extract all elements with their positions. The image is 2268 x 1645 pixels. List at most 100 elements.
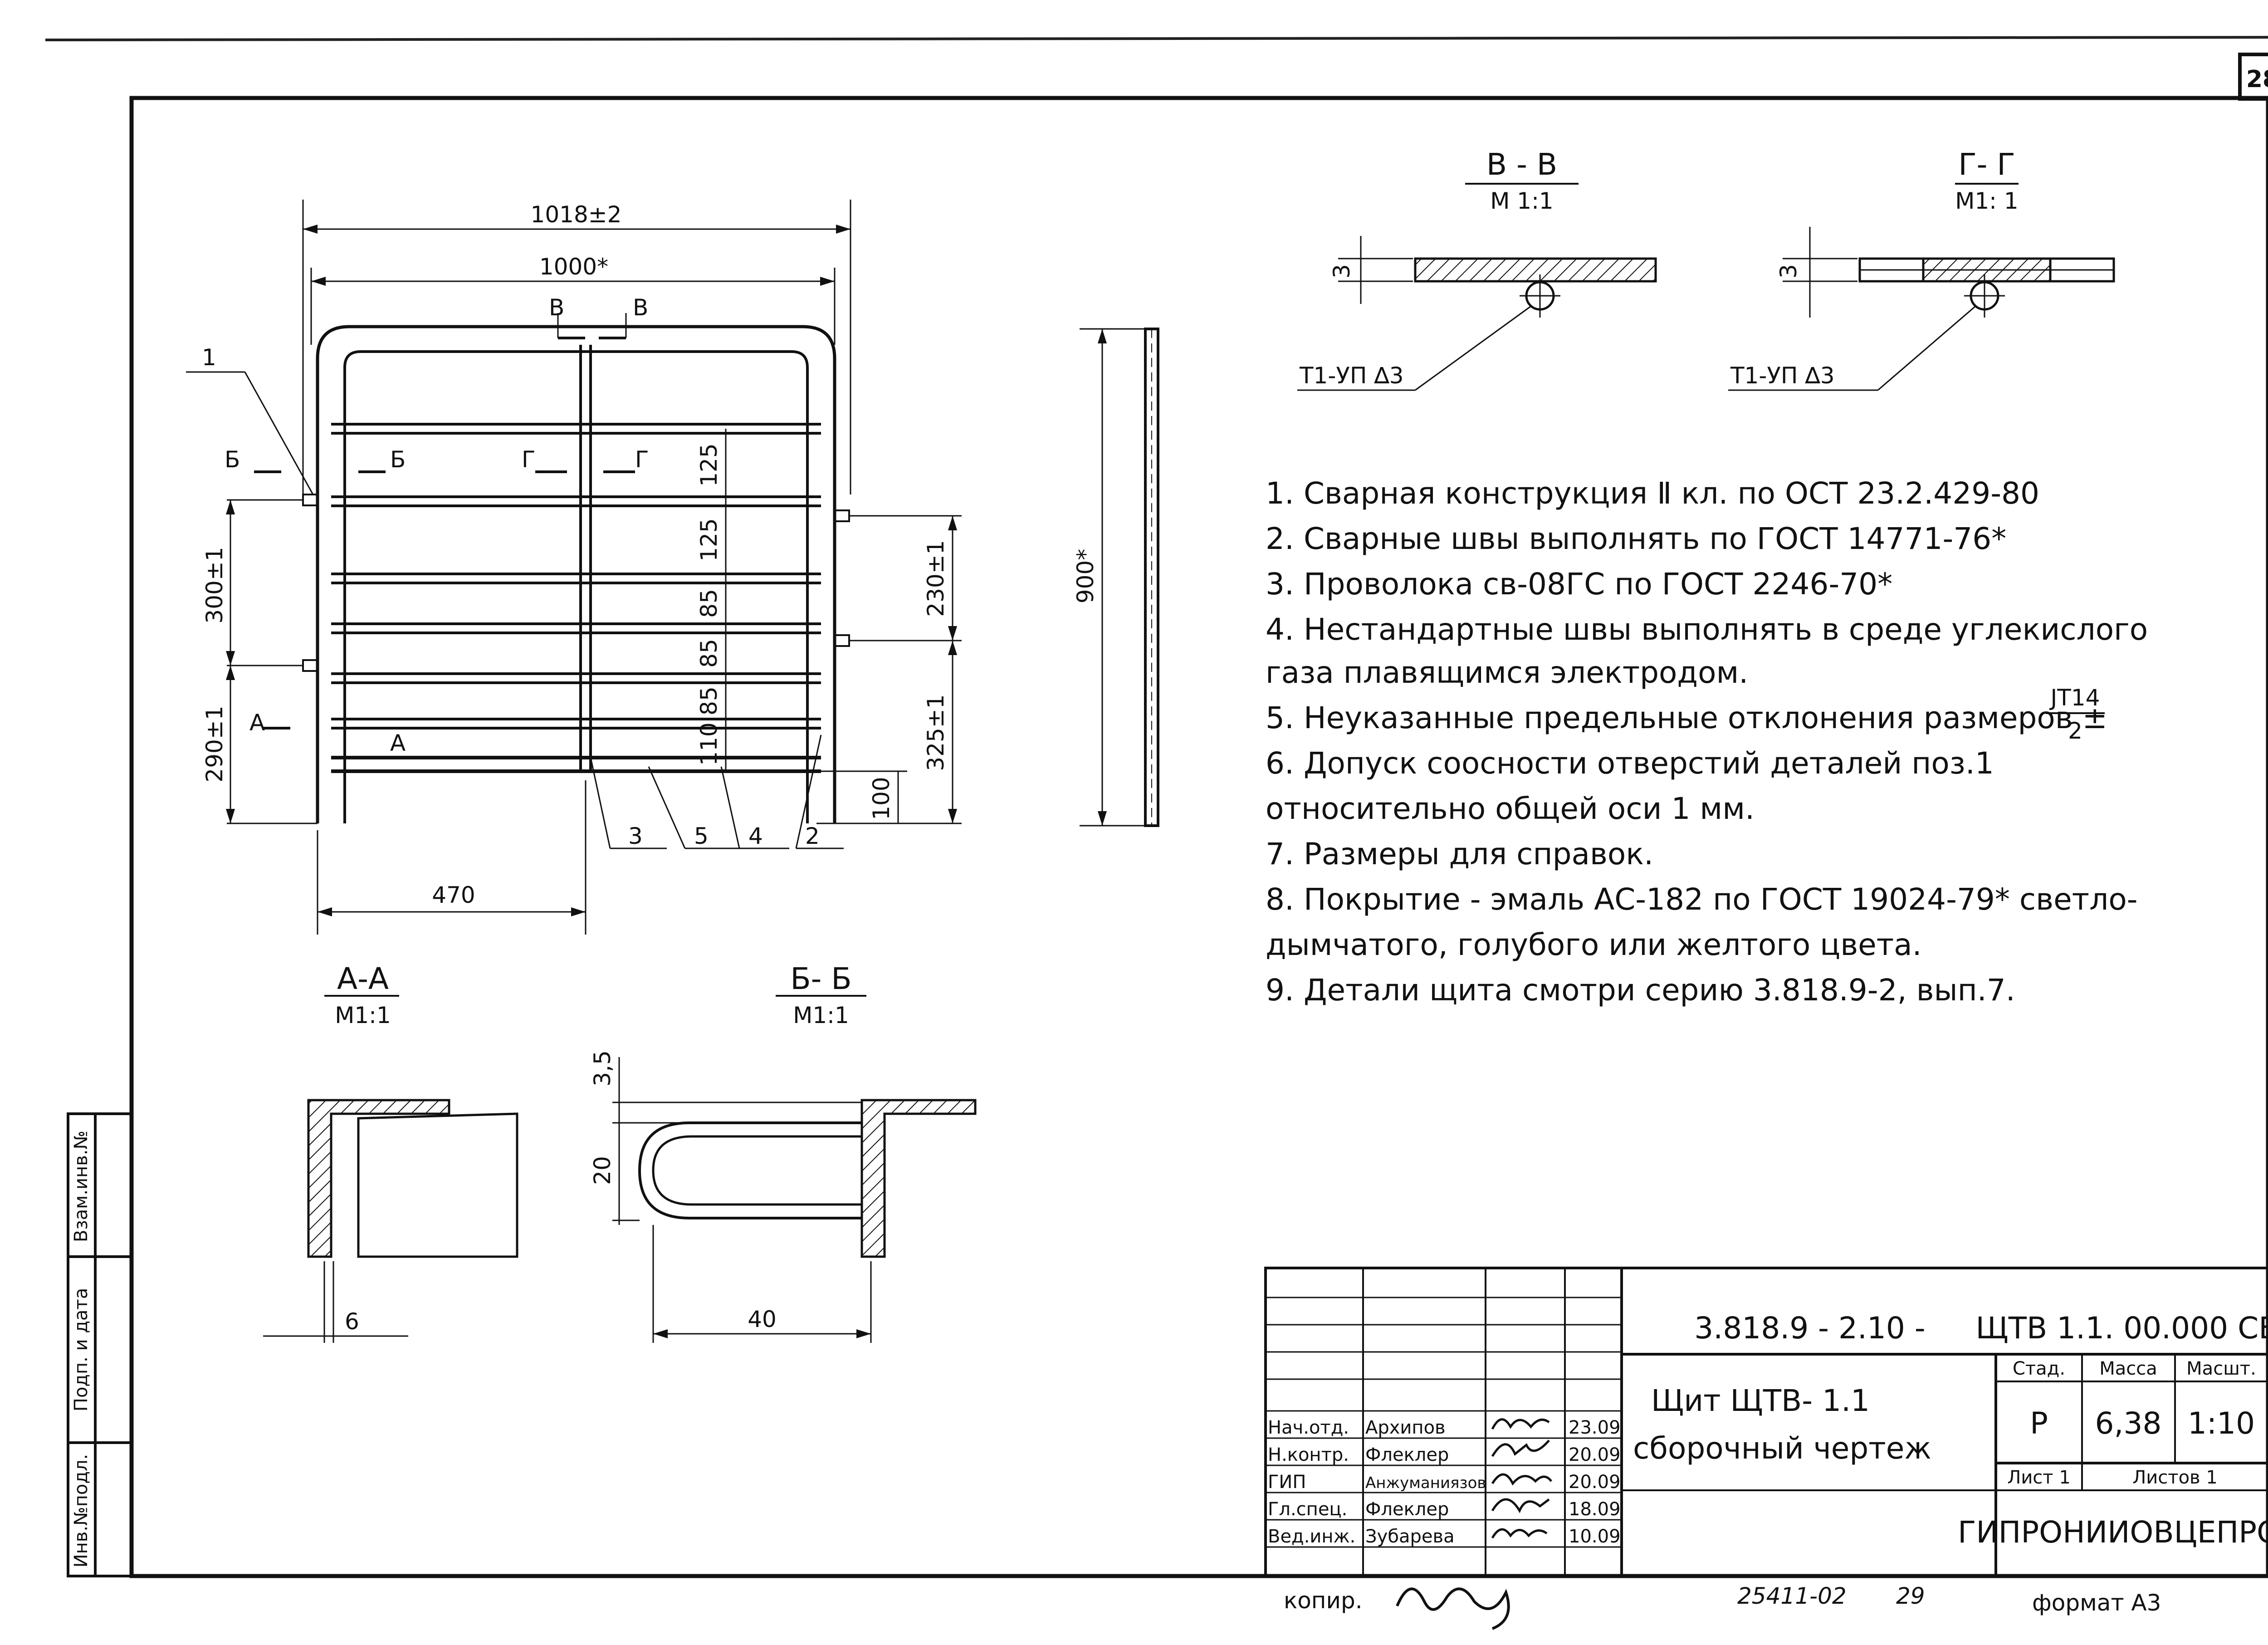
section-bb-scale: М1:1	[793, 1002, 849, 1028]
section-mark-v-left: В	[549, 294, 564, 321]
signer-4-role: Гл.спец.	[1268, 1499, 1347, 1520]
note-4-cont: газа плавящимся электродом.	[1266, 655, 1748, 690]
section-gg	[1728, 183, 2115, 391]
note-2: 2. Сварные швы выполнять по ГОСТ 14771-7…	[1266, 521, 2006, 556]
signer-2-name: Флеклер	[1365, 1444, 1449, 1465]
notes-block: 1. Сварная конструкция Ⅱ кл. по ОСТ 23.2…	[1266, 476, 2148, 1008]
footer-page: 29	[1896, 1583, 1925, 1609]
callout-1: 1	[202, 344, 216, 371]
section-bb-dim-c: 40	[748, 1306, 777, 1332]
signer-4-date: 18.09	[1569, 1499, 1621, 1520]
rail-spacing-2: 125	[696, 518, 722, 561]
tb-organization: ГИПРОНИИОВЦЕПРОМ	[1958, 1515, 2268, 1550]
signer-1-date: 23.09	[1569, 1417, 1621, 1438]
signature-2	[1491, 1439, 1550, 1457]
section-gg-scale: М1: 1	[1955, 188, 2019, 214]
height-900-dim: 900*	[1072, 549, 1099, 603]
signature-4	[1491, 1498, 1550, 1513]
footer-copied: копир.	[1284, 1587, 1363, 1614]
rail-spacing-1: 125	[696, 443, 722, 486]
section-mark-a-right: А	[390, 730, 406, 756]
signer-2-date: 20.09	[1569, 1444, 1621, 1465]
note-7: 7. Размеры для справок.	[1266, 837, 1653, 871]
title-block	[1264, 1267, 2268, 1577]
signature-5	[1491, 1528, 1548, 1539]
signer-1-name: Архипов	[1365, 1417, 1446, 1438]
section-vv-dim: 3	[1329, 264, 1355, 279]
tb-scale: 1:10	[2188, 1406, 2255, 1441]
note-8: 8. Покрытие - эмаль АС-182 по ГОСТ 19024…	[1266, 882, 2138, 917]
section-mark-g-right: Г	[635, 446, 649, 473]
dim-100: 100	[868, 777, 894, 820]
page-number: 28	[2246, 66, 2268, 93]
section-mark-g-left: Г	[522, 446, 536, 473]
callout-4: 4	[748, 823, 763, 849]
callout-3: 3	[628, 823, 643, 849]
section-aa-title: А-А	[337, 961, 389, 996]
stamp-sign-date: Подп. и дата	[71, 1288, 92, 1411]
signature-1	[1491, 1418, 1550, 1430]
main-view	[186, 200, 1159, 935]
rail-spacing-5: 85	[696, 686, 722, 715]
copier-signature	[1396, 1587, 1510, 1630]
rail-spacing-4: 85	[696, 639, 722, 668]
sheet-top-edge	[45, 36, 2268, 41]
signer-5-role: Вед.инж.	[1268, 1526, 1355, 1547]
footer-archive-no: 25411-02	[1737, 1583, 1847, 1609]
tb-col-scale: Масшт.	[2186, 1358, 2256, 1379]
tb-sheets: Листов 1	[2132, 1467, 2218, 1488]
signer-4-name: Флеклер	[1365, 1499, 1449, 1520]
tb-title-line2: сборочный чертеж	[1633, 1431, 1931, 1466]
tolerance-numerator: JT14	[2049, 685, 2100, 711]
signer-3-role: ГИП	[1268, 1472, 1306, 1493]
overall-width-dim: 1018±2	[531, 201, 622, 228]
signer-5-name: Зубарева	[1365, 1526, 1455, 1547]
tb-mass: 6,38	[2095, 1406, 2162, 1441]
note-3: 3. Проволока св-08ГС по ГОСТ 2246-70*	[1266, 567, 1892, 602]
section-vv-weld: Т1-УП ∆3	[1299, 362, 1404, 389]
note-1: 1. Сварная конструкция Ⅱ кл. по ОСТ 23.2…	[1266, 476, 2039, 511]
section-gg-dim: 3	[1775, 264, 1802, 279]
section-bb	[612, 995, 977, 1343]
section-mark-v-right: В	[633, 294, 648, 321]
signer-3-date: 20.09	[1569, 1472, 1621, 1493]
tb-series-code: 3.818.9 - 2.10 -	[1694, 1311, 1925, 1346]
section-vv-title: В - В	[1486, 147, 1557, 182]
stamp-inv-no: Инв.№подл.	[71, 1454, 92, 1568]
dim-325: 325±1	[923, 694, 949, 771]
inner-width-dim: 1000*	[539, 254, 608, 280]
section-aa-scale: М1:1	[335, 1002, 391, 1028]
drawing-frame	[129, 96, 2268, 1578]
dim-290: 290±1	[201, 705, 228, 782]
signature-3	[1491, 1473, 1552, 1486]
tb-sheet: Лист 1	[2007, 1467, 2071, 1488]
signer-2-role: Н.контр.	[1268, 1444, 1349, 1465]
tb-title-line1: Щит ЩТВ- 1.1	[1651, 1383, 1870, 1418]
note-5: 5. Неуказанные предельные отклонения раз…	[1266, 700, 2107, 735]
footer-format: формат А3	[2032, 1590, 2161, 1616]
section-vv	[1297, 183, 1657, 391]
dim-230: 230±1	[923, 540, 949, 617]
rail-spacing-3: 85	[696, 589, 722, 618]
section-mark-b-right: Б	[390, 446, 406, 473]
section-bb-dim-a: 3,5	[589, 1050, 616, 1087]
section-aa	[263, 995, 518, 1343]
signer-1-role: Нач.отд.	[1268, 1417, 1349, 1438]
note-6: 6. Допуск соосности отверстий деталей по…	[1266, 746, 1994, 781]
section-gg-weld: Т1-УП ∆3	[1730, 362, 1835, 389]
note-8-cont: дымчатого, голубого или желтого цвета.	[1266, 927, 1922, 962]
rail-spacing-6: 110	[696, 722, 722, 765]
section-bb-dim-b: 20	[589, 1156, 616, 1185]
callout-2: 2	[805, 823, 820, 849]
stamp-replace-inv: Взам.инв.№	[71, 1131, 92, 1242]
tb-stage: Р	[2030, 1406, 2048, 1441]
section-mark-b-left: Б	[225, 446, 240, 473]
section-mark-a-left: А	[249, 710, 265, 736]
signer-3-name: Анжуманиязов	[1365, 1474, 1486, 1492]
note-9: 9. Детали щита смотри серию 3.818.9-2, в…	[1266, 973, 2015, 1008]
width-470-dim: 470	[432, 882, 475, 908]
tolerance-denominator: 2	[2068, 718, 2082, 744]
tb-col-stage: Стад.	[2013, 1358, 2065, 1379]
callout-5: 5	[694, 823, 709, 849]
